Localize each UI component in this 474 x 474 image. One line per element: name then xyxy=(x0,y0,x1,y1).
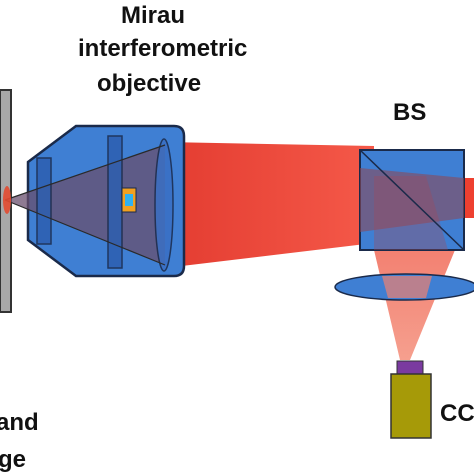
imaging-beam xyxy=(374,250,455,360)
ray-bottom xyxy=(4,199,166,266)
objective-front-lens xyxy=(154,138,174,272)
reference-mirror-core xyxy=(125,194,133,206)
bs-diagonal xyxy=(359,149,465,251)
ccd-sensor xyxy=(396,360,424,375)
internal-plate-1 xyxy=(36,157,52,245)
collimated-beam xyxy=(165,142,374,268)
objective-label-line2: interferometric xyxy=(78,35,248,62)
objective-inner-cone xyxy=(5,145,165,265)
sample-label-line2: ge xyxy=(0,446,27,473)
beam-exit-right xyxy=(463,178,474,218)
focal-spot xyxy=(3,186,11,214)
ccd-camera-body xyxy=(390,373,432,439)
beam-splitter-label: BS xyxy=(393,99,427,126)
sample-label-line1: and xyxy=(0,409,39,436)
internal-plate-2 xyxy=(107,135,123,269)
objective-label-line1: Mirau xyxy=(121,2,186,29)
bs-reflect-overlay xyxy=(374,176,448,250)
beam-over-lens xyxy=(382,276,432,298)
camera-label: CC xyxy=(440,400,474,427)
ray-top xyxy=(4,144,166,201)
objective-label-line3: objective xyxy=(97,70,202,97)
